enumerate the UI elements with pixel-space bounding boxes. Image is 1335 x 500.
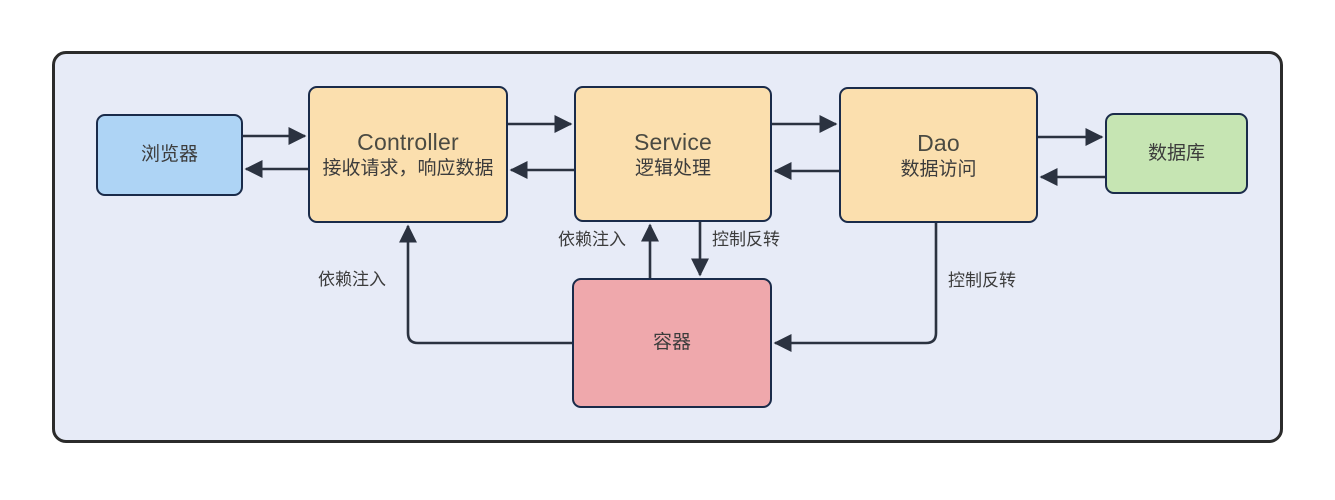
node-service-subtitle: 逻辑处理 [634,157,711,179]
edge-label-inversion-of-control-mid: 控制反转 [712,230,780,249]
node-database[interactable]: 数据库 [1105,113,1248,194]
node-ioc-container[interactable]: 容器 [572,278,772,408]
edge-label-dependency-injection-left: 依赖注入 [318,270,386,289]
edge-label-inversion-of-control-right: 控制反转 [948,271,1016,290]
node-database-label: 数据库 [1147,142,1205,164]
node-browser[interactable]: 浏览器 [96,114,243,196]
node-service-title: Service [633,128,713,155]
node-controller-title: Controller [357,129,459,156]
edge-label-dependency-injection-mid: 依赖注入 [558,230,626,249]
node-dao-title: Dao [917,129,960,156]
node-controller-subtitle: 接收请求，响应数据 [322,158,494,179]
node-browser-label: 浏览器 [140,144,198,166]
node-service[interactable]: Service 逻辑处理 [574,86,772,222]
node-controller[interactable]: Controller 接收请求，响应数据 [308,86,508,223]
node-ioc-container-label: 容器 [652,332,691,354]
node-dao-subtitle: 数据访问 [900,158,977,180]
node-dao[interactable]: Dao 数据访问 [839,87,1038,223]
